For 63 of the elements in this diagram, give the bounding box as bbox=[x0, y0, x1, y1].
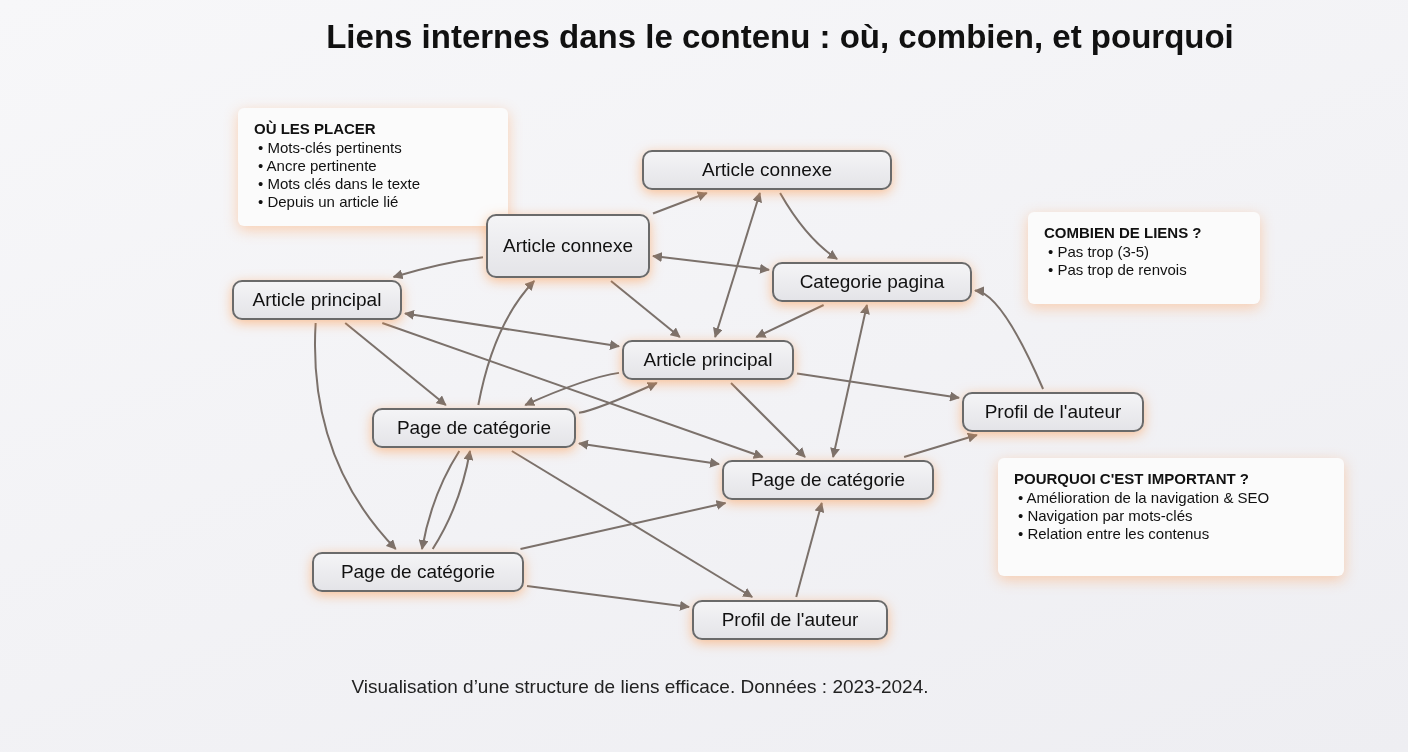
page-box bbox=[772, 262, 972, 302]
arrow bbox=[418, 450, 461, 550]
arrow bbox=[524, 371, 620, 406]
page-label: Article principal bbox=[643, 349, 773, 371]
caption: Visualisation d’une structure de liens efficace. Données : 2023-2024. bbox=[350, 676, 930, 698]
page-box bbox=[642, 150, 892, 190]
card-heading: OÙ LES PLACER bbox=[254, 120, 377, 137]
arrow bbox=[404, 309, 620, 350]
arrow bbox=[344, 322, 447, 406]
page-label: Profil de l'auteur bbox=[984, 401, 1122, 423]
arrow bbox=[610, 280, 681, 338]
arrow bbox=[392, 256, 484, 280]
arrow bbox=[795, 502, 825, 598]
page-box bbox=[722, 460, 934, 500]
page-box bbox=[486, 214, 650, 278]
info-card bbox=[1028, 212, 1260, 304]
page-label: Page de catégorie bbox=[340, 561, 496, 583]
bullet-item: • Mots-clés pertinents bbox=[258, 139, 403, 157]
page-box bbox=[622, 340, 794, 380]
page-box bbox=[692, 600, 888, 640]
arrow bbox=[830, 304, 870, 458]
arrow bbox=[381, 322, 764, 459]
page-label: Page de catégorie bbox=[396, 417, 552, 439]
bullet-item: • Pas trop (3-5) bbox=[1048, 243, 1151, 261]
arrow bbox=[652, 252, 770, 274]
title: Liens internes dans le contenu : où, combien, et pourquoi bbox=[325, 18, 1235, 56]
page-box bbox=[232, 280, 402, 320]
arrow bbox=[974, 287, 1045, 390]
arrow bbox=[713, 192, 762, 338]
page-label: Profil de l'auteur bbox=[721, 609, 859, 631]
page-label: Categorie pagina bbox=[799, 271, 945, 293]
bullet-item: • Ancre pertinente bbox=[258, 157, 378, 175]
arrow bbox=[519, 500, 727, 550]
page-box bbox=[312, 552, 524, 592]
arrow bbox=[652, 191, 708, 215]
arrow bbox=[903, 432, 978, 458]
arrow bbox=[431, 450, 474, 550]
page-label: Article principal bbox=[252, 289, 382, 311]
bullet-item: • Pas trop de renvois bbox=[1048, 261, 1188, 279]
arrow bbox=[779, 192, 839, 260]
bullet-item: • Mots clés dans le texte bbox=[258, 175, 421, 193]
arrow bbox=[755, 304, 825, 338]
arrow bbox=[730, 382, 806, 458]
card-heading: COMBIEN DE LIENS ? bbox=[1044, 224, 1203, 241]
arrow bbox=[510, 450, 754, 598]
arrow bbox=[578, 439, 720, 468]
bullet-item: • Depuis un article lié bbox=[258, 193, 400, 211]
page-box bbox=[962, 392, 1144, 432]
page-box bbox=[372, 408, 576, 448]
arrow bbox=[477, 280, 536, 406]
info-card bbox=[998, 458, 1344, 576]
info-card bbox=[238, 108, 508, 226]
arrow bbox=[578, 382, 658, 414]
arrow bbox=[314, 322, 397, 550]
bullet-item: • Navigation par mots-clés bbox=[1018, 507, 1194, 525]
arrow bbox=[796, 372, 960, 402]
page-label: Article connexe bbox=[702, 159, 832, 181]
card-heading: POURQUOI C'EST IMPORTANT ? bbox=[1014, 470, 1250, 487]
arrow bbox=[526, 585, 690, 611]
bullet-item: • Amélioration de la navigation & SEO bbox=[1018, 489, 1271, 507]
page-label: Article connexe bbox=[503, 235, 633, 257]
page-label: Page de catégorie bbox=[750, 469, 906, 491]
bullet-item: • Relation entre les contenus bbox=[1018, 525, 1211, 543]
